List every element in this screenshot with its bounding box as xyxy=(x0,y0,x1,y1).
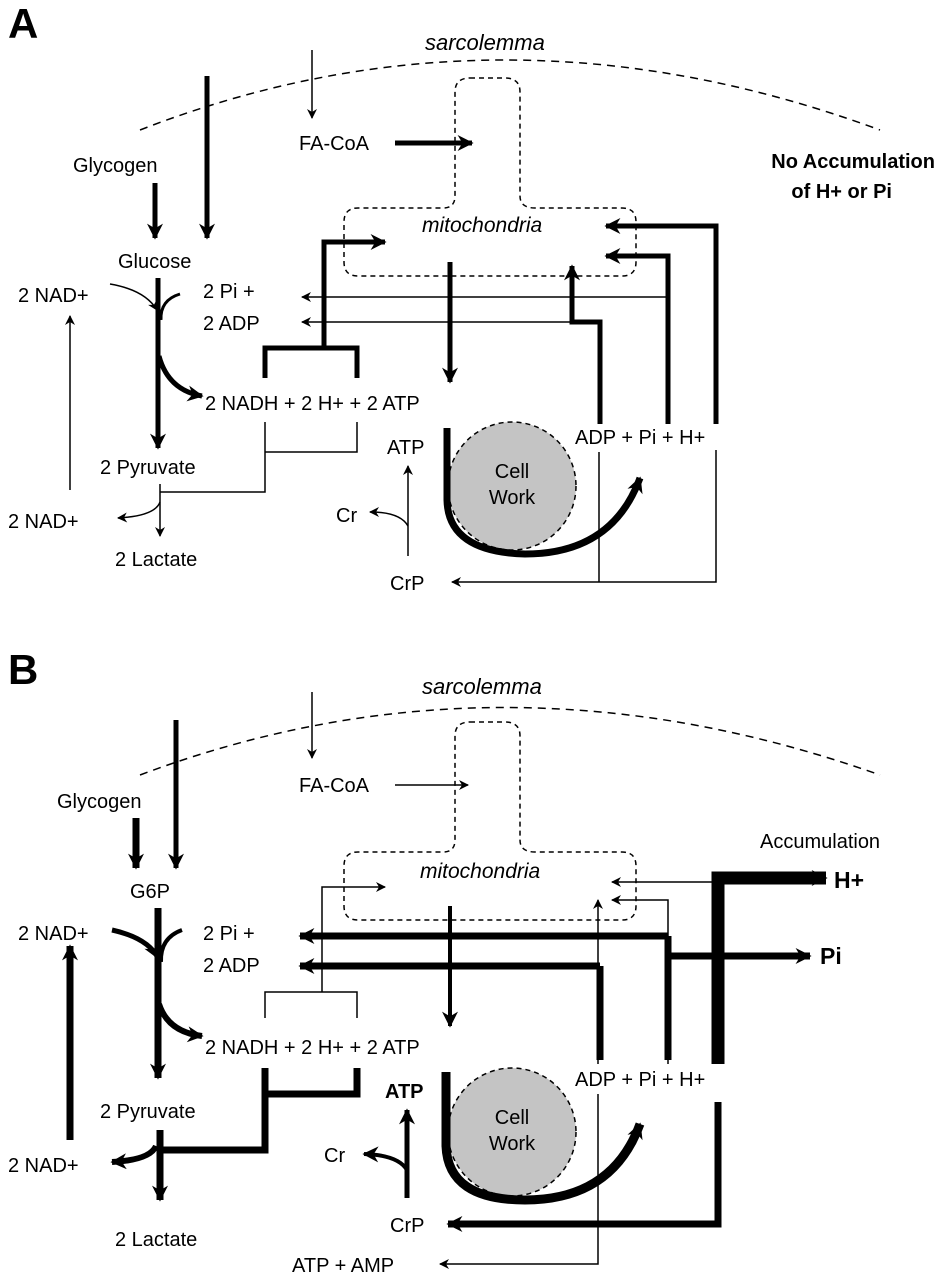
panel-a-cell-label: Cell xyxy=(495,461,529,483)
panel-a-note-line2: of H+ or Pi xyxy=(791,181,892,203)
panel-b-sarcolemma-membrane xyxy=(139,706,881,776)
panel-a-nadh-bracket xyxy=(262,345,360,378)
panel-b-cell-work-circle xyxy=(447,1067,577,1197)
panel-b-adp2-label: 2 ADP xyxy=(203,955,260,977)
panel-b-mitochondria-outline xyxy=(343,721,637,921)
panel-a-cr-curve xyxy=(369,507,409,527)
panel-a: A sarcolemma mitochondria FA-CoA Glycoge… xyxy=(8,0,935,595)
panel-b-crp-label: CrP xyxy=(390,1215,424,1237)
panel-b-atp-label: ATP xyxy=(385,1081,424,1103)
panel-a-h-to-mito-arrow xyxy=(604,218,719,424)
panel-a-glucose-label: Glucose xyxy=(118,251,191,273)
panel-a-lactate-label: 2 Lactate xyxy=(115,549,197,571)
panel-a-atp-label: ATP xyxy=(387,437,424,459)
panel-a-letter: A xyxy=(8,0,38,47)
panel-b-nad-bottom-label: 2 NAD+ xyxy=(8,1155,79,1177)
panel-a-cell-work-circle xyxy=(447,421,577,551)
panel-b-cr-label: Cr xyxy=(324,1145,345,1167)
panel-b-amp-return-arrow xyxy=(439,1094,599,1269)
panel-a-adp-to-mito-arrow xyxy=(564,264,603,424)
panel-a-pi-to-mito-arrow xyxy=(604,248,671,424)
panel-a-adp2-label: 2 ADP xyxy=(203,313,260,335)
panel-b-nad-in-curve xyxy=(111,927,161,960)
panel-b-adp-equation: ADP + Pi + H+ xyxy=(575,1069,705,1091)
panel-b-accumulation-label: Accumulation xyxy=(760,831,880,853)
panel-a-lactate-bracket xyxy=(160,422,358,493)
panel-b-atp-amp-label: ATP + AMP xyxy=(292,1255,394,1277)
panel-a-nad-top-label: 2 NAD+ xyxy=(18,285,89,307)
panel-b-nad-out-curve xyxy=(110,1144,159,1170)
panel-b-h-accumulation-arrow xyxy=(711,870,828,1064)
panel-b-nadh-out-curve xyxy=(156,1002,204,1043)
panel-b: B sarcolemma mitochondria FA-CoA Glycoge… xyxy=(8,646,881,1277)
panel-a-facoa-label: FA-CoA xyxy=(299,133,370,155)
panel-b-nad-top-label: 2 NAD+ xyxy=(18,923,89,945)
panel-a-nadh-equation: 2 NADH + 2 H+ + 2 ATP xyxy=(205,393,420,415)
panel-a-cr-label: Cr xyxy=(336,505,357,527)
panel-a-nad-bottom-label: 2 NAD+ xyxy=(8,511,79,533)
panel-b-work-label: Work xyxy=(489,1133,536,1155)
panel-a-work-label: Work xyxy=(489,487,536,509)
panel-a-crp-return-arrow xyxy=(452,450,717,582)
panel-b-nadh-bracket xyxy=(264,991,358,1018)
panel-a-mitochondria-outline xyxy=(343,77,637,277)
panel-b-crp-return-arrow xyxy=(446,1102,722,1232)
panel-b-mitochondria-label: mitochondria xyxy=(420,860,540,883)
panel-b-nadh-to-mito-arrow xyxy=(321,882,386,992)
panel-a-pi-adp-in-curve xyxy=(159,292,181,321)
panel-a-sarcolemma-membrane xyxy=(139,59,881,131)
panel-a-atp-hydrolysis-arrow xyxy=(443,428,644,558)
panel-b-pi-to-mito-arrow xyxy=(611,895,669,1064)
panel-b-pi-plus-label: 2 Pi + xyxy=(203,923,255,945)
panel-b-glycogen-label: Glycogen xyxy=(57,791,142,813)
panel-a-nad-in-curve xyxy=(109,283,158,311)
panel-b-sarcolemma-label: sarcolemma xyxy=(422,674,542,699)
panel-b-facoa-label: FA-CoA xyxy=(299,775,370,797)
panel-a-glycogen-label: Glycogen xyxy=(73,155,158,177)
panel-a-nadh-out-curve xyxy=(156,355,204,402)
panel-a-note-line1: No Accumulation xyxy=(771,151,935,173)
panel-a-mitochondria-label: mitochondria xyxy=(422,214,542,237)
panel-b-nadh-equation: 2 NADH + 2 H+ + 2 ATP xyxy=(205,1037,420,1059)
panel-a-adp-equation: ADP + Pi + H+ xyxy=(575,427,705,449)
panel-b-atp-hydrolysis-arrow xyxy=(441,1072,645,1205)
panel-a-crp-label: CrP xyxy=(390,573,424,595)
panel-b-cell-label: Cell xyxy=(495,1107,529,1129)
panel-b-pi-accum-label: Pi xyxy=(820,943,842,969)
panel-b-lactate-label: 2 Lactate xyxy=(115,1229,197,1251)
panel-b-g6p-label: G6P xyxy=(130,881,170,903)
panel-b-lactate-bracket xyxy=(160,1068,361,1154)
panel-b-h-accum-label: H+ xyxy=(834,867,864,893)
panel-a-nadh-to-mito-arrow xyxy=(321,234,387,348)
panel-a-pyruvate-label: 2 Pyruvate xyxy=(100,457,196,479)
panel-b-pyruvate-label: 2 Pyruvate xyxy=(100,1101,196,1123)
panel-b-cr-curve xyxy=(362,1146,409,1172)
panel-b-pi-adp-in-curve xyxy=(158,928,183,963)
panel-b-letter: B xyxy=(8,646,38,693)
panel-a-nad-out-curve xyxy=(117,501,161,523)
panel-a-sarcolemma-label: sarcolemma xyxy=(425,30,545,55)
panel-a-pi-plus-label: 2 Pi + xyxy=(203,281,255,303)
